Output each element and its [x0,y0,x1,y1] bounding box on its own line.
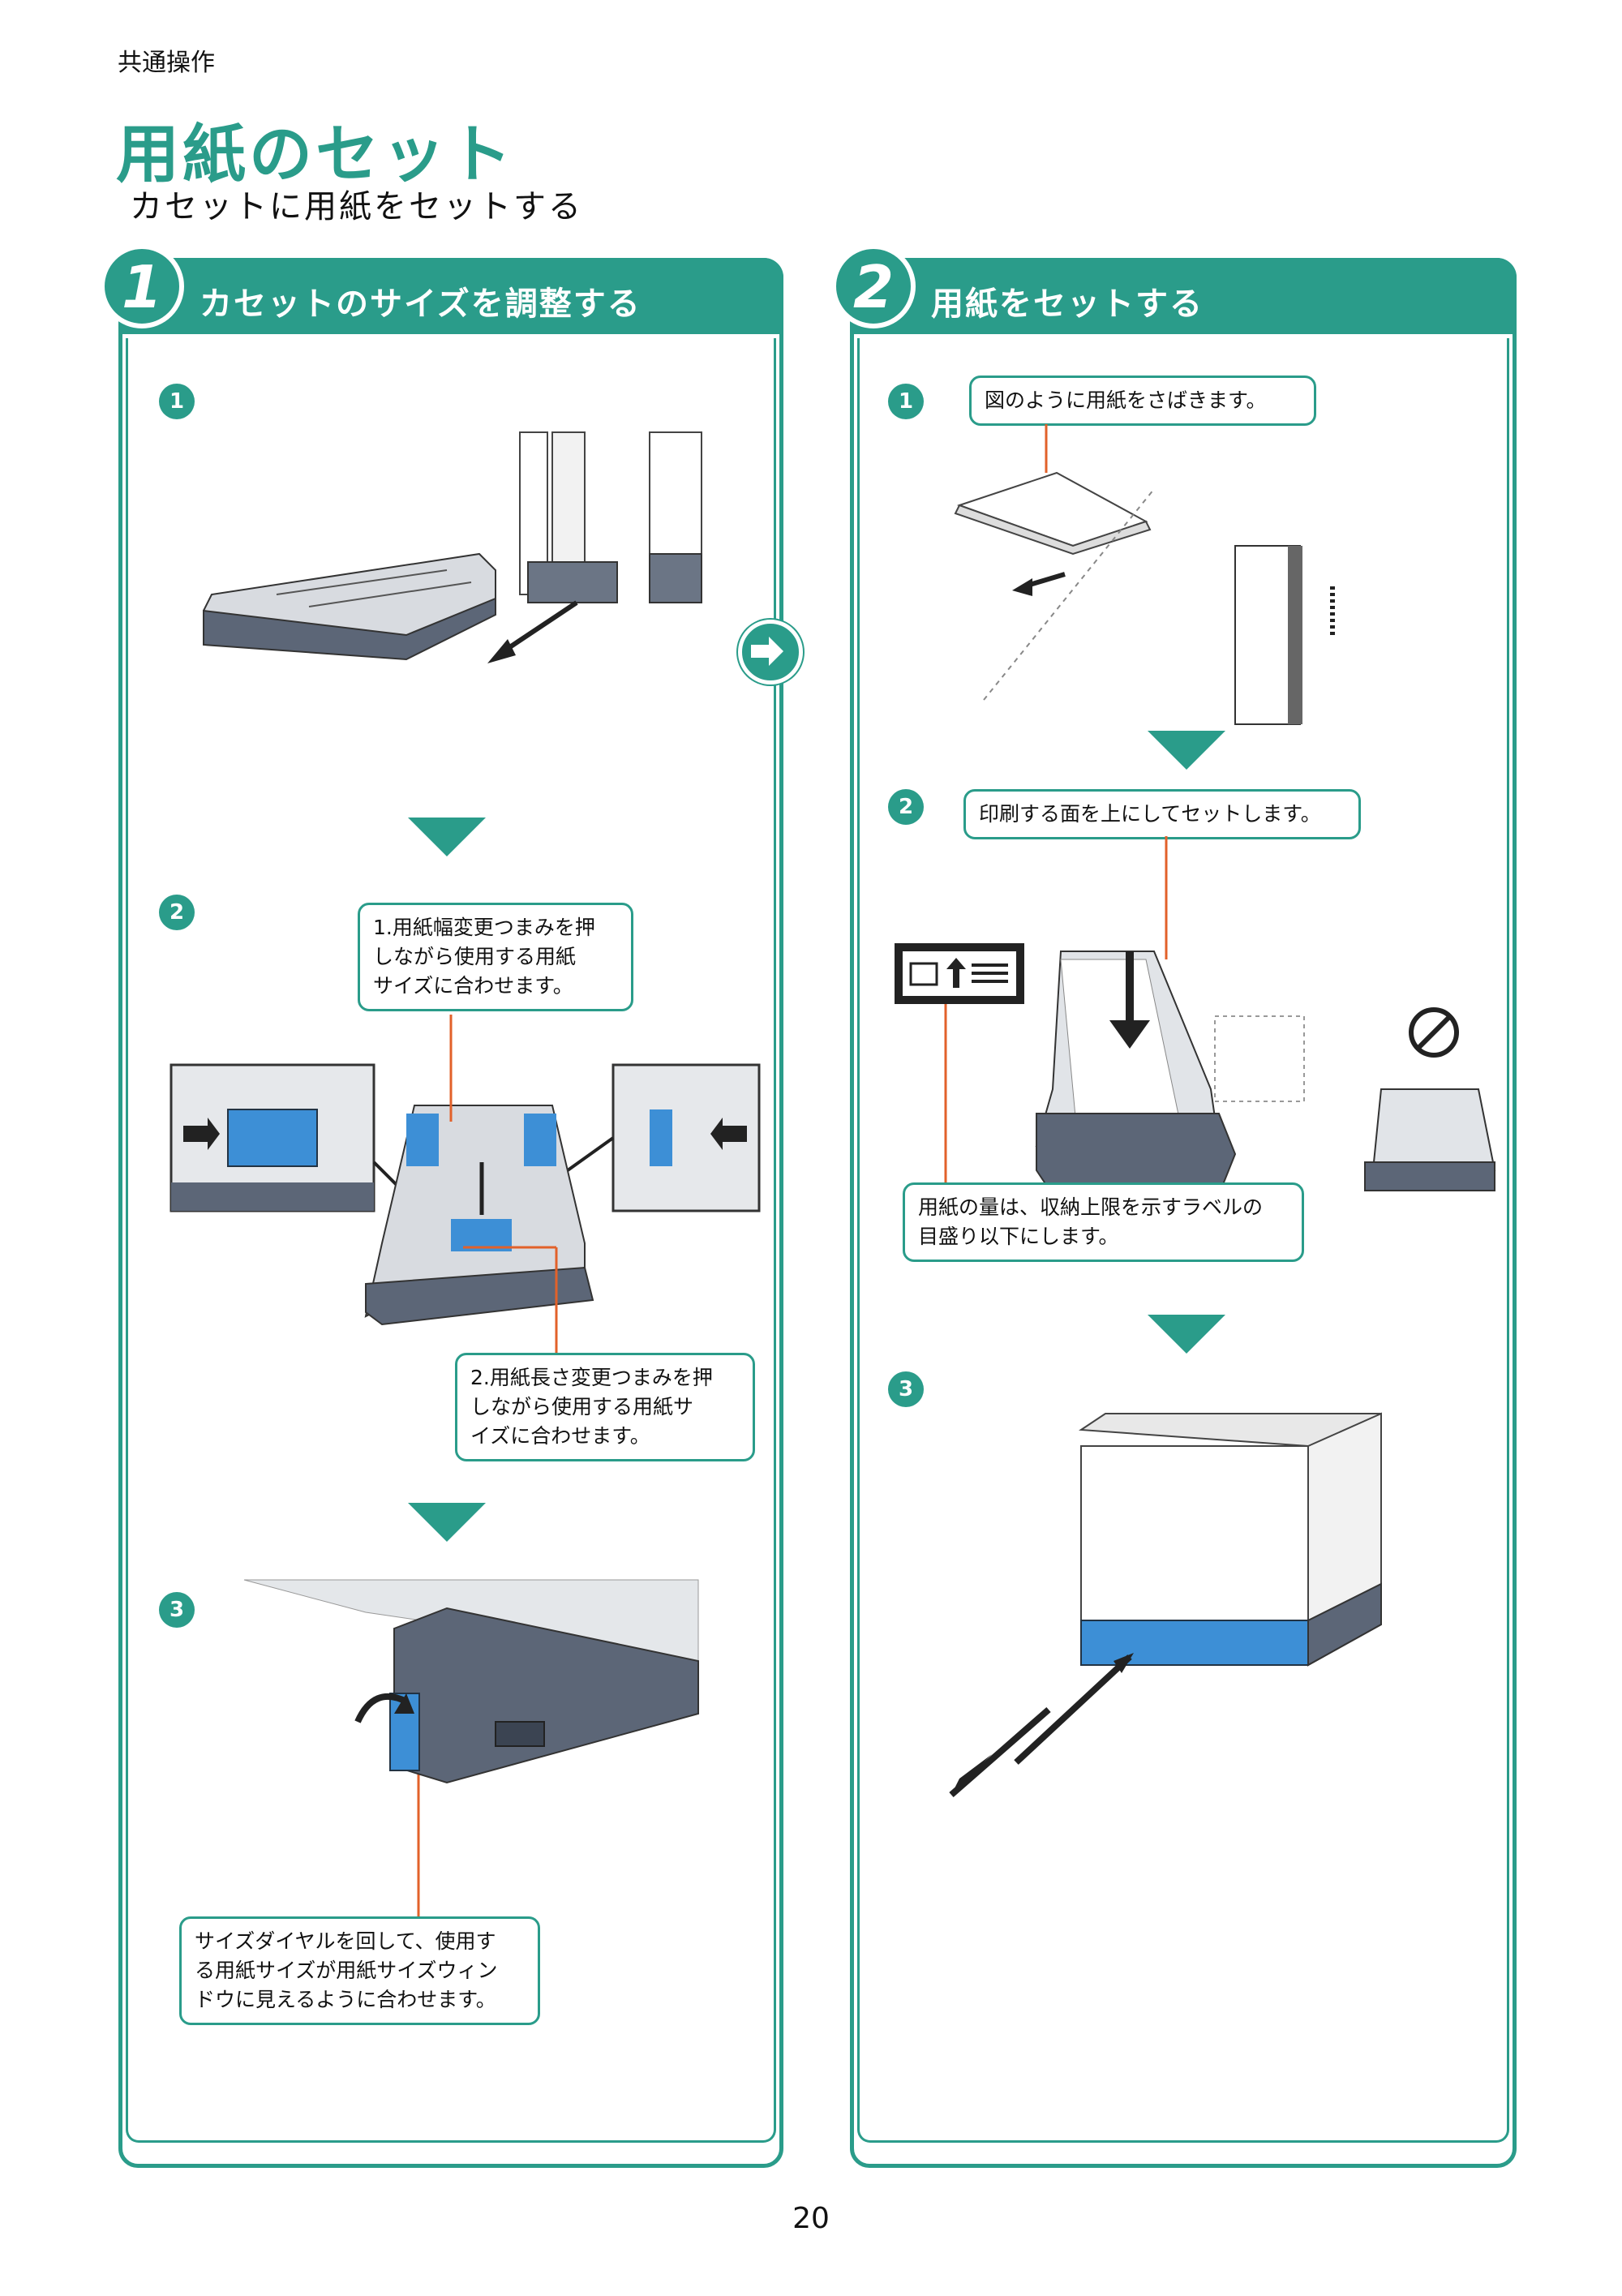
fan-paper-callout: 図のように用紙をさばきます。 [969,376,1316,426]
cassette-guide-illustration [169,1063,761,1326]
step-number: 2 [159,895,195,930]
page-subtitle: カセットに用紙をセットする [130,188,583,225]
panel-number: 1 [100,244,184,328]
panel-title: カセットのサイズを調整する [200,285,642,323]
next-arrow-icon [738,620,803,685]
panel-load-paper: 用紙をセットする 2 1 図のように用紙をさばきます。 2 印刷する面を上にして… [831,244,1517,2168]
panel-header: 用紙をセットする [850,258,1517,334]
down-triangle-icon [408,818,486,856]
panel-adjust-cassette: カセットのサイズを調整する 1 1 2 1.用紙幅変更つまみを押 しながら使用す… [100,244,783,2168]
panel-title: 用紙をセットする [931,285,1204,323]
step-number: 1 [159,384,195,419]
step-number: 3 [159,1592,195,1628]
panel-number: 2 [831,244,916,328]
print-side-up-callout: 印刷する面を上にしてセットします。 [963,789,1361,839]
down-triangle-icon [1148,1315,1225,1354]
insert-cassette-illustration [949,1412,1382,1798]
cassette-pull-out-illustration [203,431,702,663]
size-dial-callout: サイズダイヤルを回して、使用す る用紙サイズが用紙サイズウィン ドウに見えるよう… [179,1916,540,2025]
prohibited-icon [1409,1007,1459,1058]
down-triangle-icon [1148,731,1225,770]
panel-body [857,338,1509,2143]
length-guide-callout: 2.用紙長さ変更つまみを押 しながら使用する用紙サ イズに合わせます。 [455,1353,755,1461]
page-number: 20 [792,2202,830,2235]
step-number: 1 [888,384,924,419]
panel-header: カセットのサイズを調整する [118,258,783,334]
fan-paper-illustration [954,424,1335,725]
load-paper-illustration [895,943,1496,1195]
page-title: 用紙のセット [116,118,516,191]
size-dial-illustration [243,1579,699,1784]
down-triangle-icon [408,1503,486,1542]
panel-body [126,338,776,2143]
section-label: 共通操作 [118,49,215,77]
step-number: 2 [888,789,924,825]
width-guide-callout: 1.用紙幅変更つまみを押 しながら使用する用紙 サイズに合わせます。 [358,903,633,1011]
paper-limit-callout: 用紙の量は、収納上限を示すラベルの 目盛り以下にします。 [903,1182,1304,1262]
leader-lines-2 [944,836,1168,1182]
step-number: 3 [888,1371,924,1407]
